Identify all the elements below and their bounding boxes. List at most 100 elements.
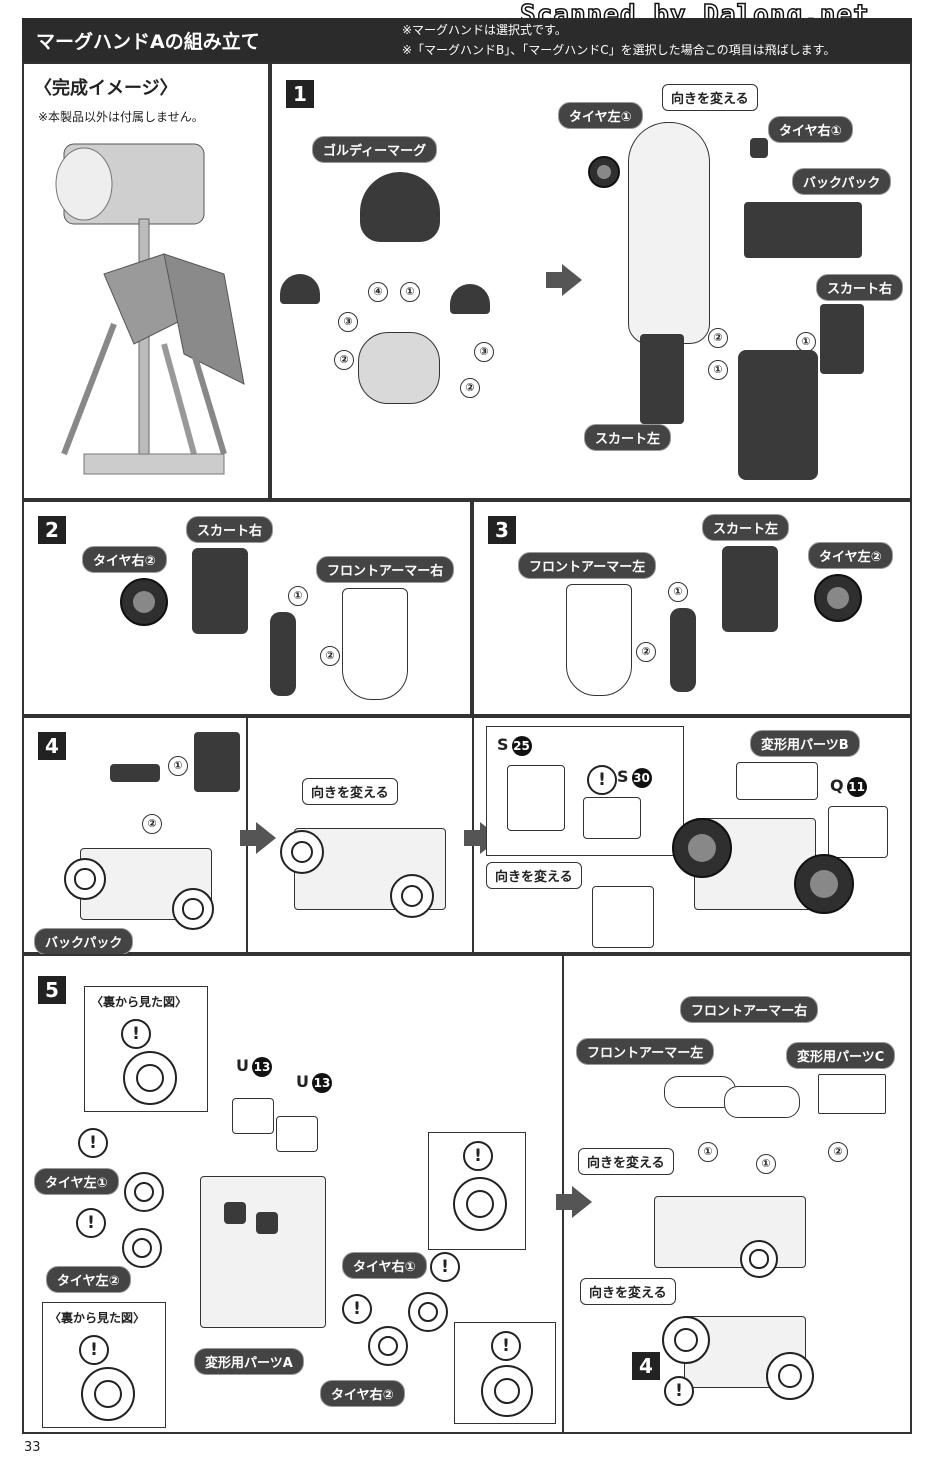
armor-assembly <box>654 1196 806 1268</box>
warning-icon: ! <box>463 1141 493 1171</box>
page-number: 33 <box>24 1440 41 1455</box>
part-s30 <box>583 797 641 839</box>
order-1-marker-left: ① <box>698 1142 718 1162</box>
part-u13-b <box>276 1116 318 1152</box>
label-transform-c: 変形用パーツC <box>786 1042 896 1069</box>
order-2-marker: ② <box>142 814 162 834</box>
order-2-marker-skirt: ② <box>708 328 728 348</box>
tire-left-1-part <box>124 1172 164 1212</box>
label-backpack: バックパック <box>34 928 134 955</box>
completed-model-image <box>55 143 245 475</box>
label-turn-around: 向きを変える <box>302 778 398 805</box>
hair-part-left <box>280 274 320 304</box>
order-1-marker-right: ① <box>756 1154 776 1174</box>
label-goldy-marg: ゴルディーマーグ <box>312 136 438 163</box>
tire-detail-1 <box>453 1177 507 1231</box>
tire-detail-2 <box>481 1365 533 1417</box>
backpack-wheel-left <box>64 858 106 900</box>
label-front-armor-left: フロントアーマー左 <box>576 1038 715 1065</box>
header-note-2: ※「マーグハンドB」、「マーグハンドC」を選択した場合この項目は飛ばします。 <box>402 43 836 57</box>
step-2-panel: 2 スカート右 タイヤ右② フロントアーマー右 ① ② <box>22 500 472 716</box>
front-armor-left-part <box>566 584 632 696</box>
detail-box-right-2: ! <box>454 1322 556 1424</box>
back-view-box-2: 〈裏から見た図〉 ! <box>42 1302 166 1428</box>
label-tire-right-1: タイヤ右① <box>342 1252 427 1279</box>
head-part <box>360 172 440 242</box>
order-1-marker: ① <box>668 582 688 602</box>
back-view-title-1: 〈裏から見た図〉 <box>91 995 188 1009</box>
warning-icon: ! <box>76 1208 106 1238</box>
final-wheel-right <box>794 854 854 914</box>
front-armor-right-part <box>342 588 408 700</box>
hair-part-right <box>450 284 490 314</box>
folded-part <box>592 886 654 948</box>
skirt-right-part <box>820 304 864 374</box>
flow-arrow-1 <box>240 822 276 854</box>
back-view-box-1: 〈裏から見た図〉 ! <box>84 986 208 1112</box>
label-tire-right-1: タイヤ右① <box>768 116 853 143</box>
label-transform-b: 変形用パーツB <box>750 730 860 757</box>
label-front-armor-right: フロントアーマー右 <box>680 996 819 1023</box>
part-u13-a <box>232 1098 274 1134</box>
front-armor-right-part <box>724 1086 800 1118</box>
order-1-marker: ① <box>288 586 308 606</box>
page-title: マーグハンドAの組み立て <box>36 31 260 53</box>
flow-arrow <box>546 264 582 296</box>
tire-right-1-part <box>750 138 768 158</box>
label-skirt-left: スカート左 <box>702 514 790 541</box>
tire-back-view-1 <box>123 1051 177 1105</box>
transform-part-b <box>736 762 818 800</box>
tire-right-2-part <box>368 1326 408 1366</box>
order-1-marker: ① <box>400 282 420 302</box>
skirt-link-part <box>670 608 696 692</box>
label-tire-left-2: タイヤ左② <box>808 542 893 569</box>
side-block-part <box>194 732 240 792</box>
body-part <box>358 332 440 404</box>
label-tire-right-2: タイヤ右② <box>82 546 167 573</box>
part-s25 <box>507 765 565 831</box>
order-2-marker: ② <box>320 646 340 666</box>
label-transform-a: 変形用パーツA <box>194 1348 304 1375</box>
tire-left-1-part <box>588 156 620 188</box>
preview-note: ※本製品以外は付属しません。 <box>38 110 204 124</box>
step-1-number: 1 <box>286 80 314 108</box>
order-1-marker-skirt-right: ① <box>796 332 816 352</box>
warning-icon: ! <box>342 1294 372 1324</box>
step-2-number: 2 <box>38 516 66 544</box>
step-5-number: 5 <box>38 976 66 1004</box>
skirt-left-part <box>722 546 778 632</box>
part-q11 <box>828 806 888 858</box>
armor-assembly-wheel <box>740 1240 778 1278</box>
warning-icon: ! <box>79 1335 109 1365</box>
tire-right-1-part <box>408 1292 448 1332</box>
preview-title: 〈完成イメージ〉 <box>34 78 178 99</box>
label-front-armor-right: フロントアーマー右 <box>316 556 455 583</box>
order-2-marker-left: ② <box>334 350 354 370</box>
label-turn-around: 向きを変える <box>662 84 758 111</box>
label-tire-left-1: タイヤ左① <box>558 102 643 129</box>
order-3-marker-left: ③ <box>338 312 358 332</box>
order-1-marker-skirt-left: ① <box>708 360 728 380</box>
page-header: マーグハンドAの組み立て ※マーグハンドは選択式です。 ※「マーグハンドB」、「… <box>22 18 912 62</box>
assembly-wheel-left <box>280 830 324 874</box>
figure-body <box>628 122 710 344</box>
transform-part-c <box>818 1074 886 1114</box>
step-3-number: 3 <box>488 516 516 544</box>
order-2-marker: ② <box>636 642 656 662</box>
warning-icon: ! <box>78 1128 108 1158</box>
flow-arrow <box>556 1186 592 1218</box>
step-1-panel: 1 ゴルディーマーグ ④ ① ③ ③ ② ② 向きを変える タイヤ左① タイヤ右… <box>270 62 912 500</box>
label-backpack: バックパック <box>792 168 892 195</box>
label-skirt-right: スカート右 <box>816 274 904 301</box>
order-3-marker-right: ③ <box>474 342 494 362</box>
detail-box-right-1: ! <box>428 1132 526 1250</box>
label-turn-around-2: 向きを変える <box>486 862 582 889</box>
final-wheel-left <box>672 818 732 878</box>
